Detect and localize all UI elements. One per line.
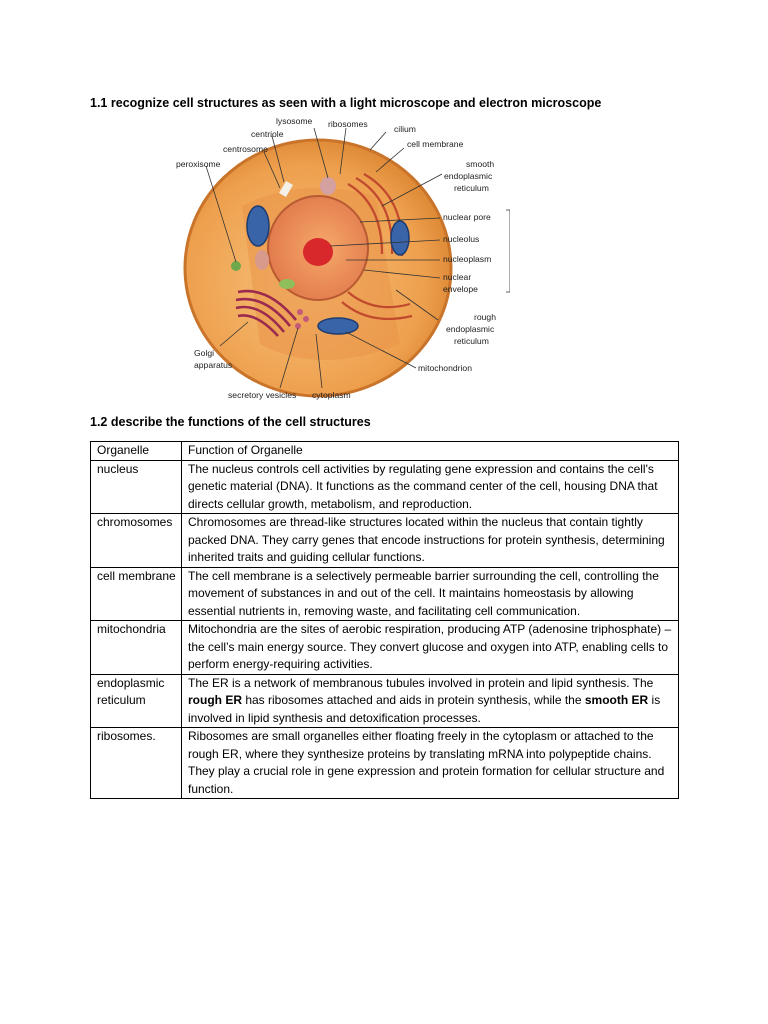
vesicle-shape <box>255 250 269 270</box>
label-nucleoplasm: nucleoplasm <box>443 254 491 264</box>
organelle-function: The cell membrane is a selectively perme… <box>181 566 679 621</box>
label-nuclear-pore: nuclear pore <box>443 212 491 222</box>
section-heading-1-1: 1.1 recognize cell structures as seen wi… <box>90 96 601 110</box>
peroxisome-shape <box>231 261 241 271</box>
label-rough-er-2: endoplasmic <box>446 324 495 334</box>
label-peroxisome: peroxisome <box>176 159 221 169</box>
section-title: recognize cell structures as seen with a… <box>110 96 602 110</box>
leader-lines <box>205 127 510 389</box>
animal-cell-diagram: lysosome ribosomes cilium centriole cell… <box>176 116 510 400</box>
table-row: ribosomes. Ribosomes are small organelle… <box>90 727 679 799</box>
mitochondrion-shape-3 <box>317 317 359 335</box>
organelle-name: chromosomes <box>90 513 182 568</box>
organelle-name: ribosomes. <box>90 727 182 799</box>
table-row: chromosomes Chromosomes are thread-like … <box>90 513 679 568</box>
header-organelle: Organelle <box>90 441 182 461</box>
organelle-function: Mitochondria are the sites of aerobic re… <box>181 620 679 675</box>
nucleolus-shape <box>303 238 333 266</box>
organelle-function: Ribosomes are small organelles either fl… <box>181 727 679 799</box>
mitochondrion-shape <box>246 205 270 247</box>
label-cilium: cilium <box>394 124 416 134</box>
er-bold-rough: rough ER <box>188 693 242 707</box>
table-row: mitochondria Mitochondria are the sites … <box>90 620 679 675</box>
label-rough-er-1: rough <box>474 312 496 322</box>
er-text-1: The ER is a network of membranous tubule… <box>188 675 654 690</box>
label-smooth-er-3: reticulum <box>454 183 489 193</box>
er-text-3: is involved in lipid synthesis and detox… <box>188 693 661 725</box>
header-function: Function of Organelle <box>181 441 679 461</box>
label-nuclear-envelope-1: nuclear <box>443 272 471 282</box>
section-number: 1.2 <box>90 415 108 429</box>
label-secretory-vesicles: secretory vesicles <box>228 390 296 400</box>
table-header-row: Organelle Function of Organelle <box>90 441 679 461</box>
label-centrosome: centrosome <box>223 144 268 154</box>
section-heading-1-2: 1.2 describe the functions of the cell s… <box>90 415 371 429</box>
table-row: cell membrane The cell membrane is a sel… <box>90 566 679 621</box>
label-rough-er-3: reticulum <box>454 336 489 346</box>
er-bold-smooth: smooth ER <box>584 693 649 707</box>
er-text-2: has ribosomes attached and aids in prote… <box>242 693 585 707</box>
section-title: describe the functions of the cell struc… <box>110 415 371 429</box>
lysosome-shape <box>320 177 336 195</box>
label-ribosomes: ribosomes <box>328 119 368 129</box>
mitochondrion-shape-2 <box>390 220 410 256</box>
golgi-shape <box>235 289 298 337</box>
organelle-function: Chromosomes are thread-like structures l… <box>181 513 679 568</box>
label-golgi-2: apparatus <box>194 360 232 370</box>
label-centriole: centriole <box>251 129 284 139</box>
table-row: endoplasmic reticulum The ER is a networ… <box>90 673 679 728</box>
label-smooth-er-2: endoplasmic <box>444 171 493 181</box>
label-mitochondrion: mitochondrion <box>418 363 472 373</box>
secretory-vesicle-shapes <box>295 309 309 329</box>
organelle-name: endoplasmic reticulum <box>90 673 182 728</box>
organelle-function: The nucleus controls cell activities by … <box>181 459 679 514</box>
section-number: 1.1 <box>90 96 108 110</box>
label-cytoplasm: cytoplasm <box>312 390 351 400</box>
green-vesicle-shape <box>279 279 295 289</box>
centriole-shape <box>279 180 293 198</box>
organelle-name: nucleus <box>90 459 182 514</box>
label-cell-membrane: cell membrane <box>407 139 464 149</box>
label-nuclear-envelope-2: envelope <box>443 284 478 294</box>
organelle-name: mitochondria <box>90 620 182 675</box>
label-golgi-1: Golgi <box>194 348 214 358</box>
label-smooth-er-1: smooth <box>466 159 494 169</box>
table-row: nucleus The nucleus controls cell activi… <box>90 459 679 514</box>
organelle-function: The ER is a network of membranous tubule… <box>181 673 679 728</box>
label-nucleolus: nucleolus <box>443 234 479 244</box>
organelle-function-table: Organelle Function of Organelle nucleus … <box>90 441 679 799</box>
label-lysosome: lysosome <box>276 116 313 126</box>
organelle-name: cell membrane <box>90 566 182 621</box>
